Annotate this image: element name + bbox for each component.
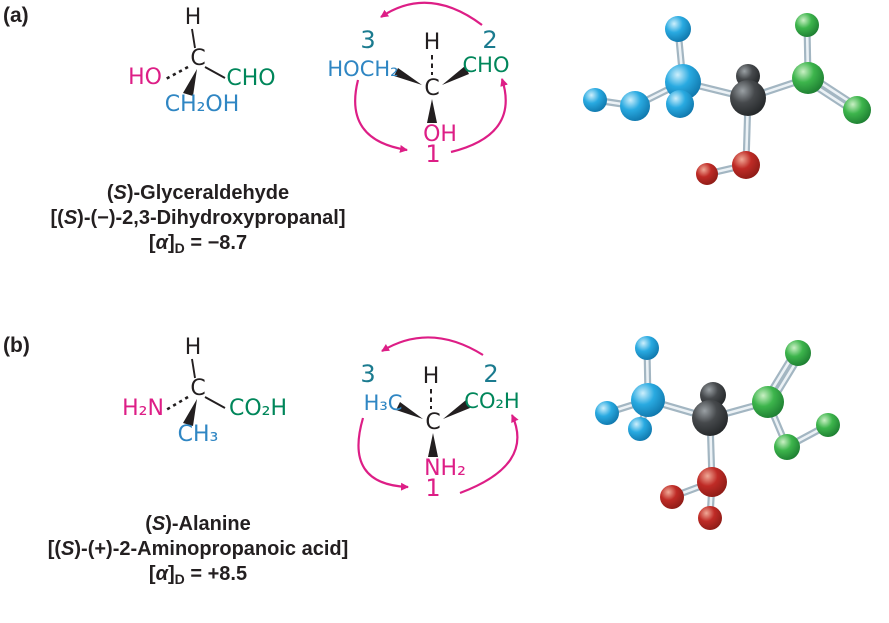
wedge-bond-left xyxy=(394,68,422,85)
stereocenter-carbon-ball xyxy=(730,80,766,116)
priority-1-label: 1 xyxy=(425,140,440,168)
group-hoch2: HOCH₂ xyxy=(327,57,398,81)
oxygen-ball-green xyxy=(785,340,811,366)
rotation-arrow-2-to-3 xyxy=(381,336,484,356)
model-b-alanine xyxy=(595,336,840,530)
nitrogen-ball-red xyxy=(697,467,727,497)
optical-rotation-b: [α]D = +8.5 xyxy=(148,563,248,587)
panel-b-label: (b) xyxy=(3,334,30,357)
hydrogen-ball-green xyxy=(795,13,819,37)
oxygen-ball-green xyxy=(774,434,800,460)
caption-b: (S)-Alanine [(S)-(+)-2-Aminopropanoic ac… xyxy=(18,512,378,592)
group-cho: CHO xyxy=(463,53,510,77)
oxygen-ball-blue xyxy=(620,91,650,121)
wedge-bond-c-ch2oh xyxy=(183,69,197,96)
hydrogen-ball-blue xyxy=(635,336,659,360)
group-ch3: CH₃ xyxy=(178,422,219,447)
oxygen-ball-red xyxy=(732,151,760,179)
hydrogen-ball-blue xyxy=(595,401,619,425)
atom-h: H xyxy=(423,364,440,389)
caption-a: (S)-Glyceraldehyde [(S)-(−)-2,3-Dihydrox… xyxy=(22,181,374,261)
bond-c-h xyxy=(191,358,196,379)
group-cho: CHO xyxy=(226,66,275,91)
hydrogen-ball-blue xyxy=(628,417,652,441)
hydrogen-ball-red xyxy=(696,163,718,185)
iupac-name-a: [(S)-(−)-2,3-Dihydroxypropanal] xyxy=(50,207,346,229)
group-co2h: CO₂H xyxy=(229,396,287,421)
compound-name-a: (S)-Glyceraldehyde xyxy=(106,182,290,204)
rotation-arrow-3-to-1 xyxy=(357,417,409,491)
group-h2n: H₂N xyxy=(122,396,164,421)
carbon-ball-blue xyxy=(665,64,701,100)
hydrogen-ball-blue xyxy=(665,16,691,42)
group-co2h: CO₂H xyxy=(464,389,519,413)
hydrogen-ball-red xyxy=(660,485,684,509)
atom-c: C xyxy=(190,46,205,71)
hydrogen-ball-blue xyxy=(583,88,607,112)
structure-b-priority: 3 H 2 H₃C CO₂H C NH₂ 1 xyxy=(357,336,520,502)
priority-1-label: 1 xyxy=(425,474,440,502)
priority-3-label: 3 xyxy=(360,26,375,54)
carbon-ball-blue xyxy=(631,383,665,417)
carbon-ball-green xyxy=(752,386,784,418)
atom-h: H xyxy=(185,335,202,360)
priority-2-label: 2 xyxy=(482,26,497,54)
bond-c-co2h xyxy=(204,396,226,409)
atom-c: C xyxy=(424,76,439,101)
stereocenter-carbon-ball xyxy=(692,400,728,436)
group-nh2: NH₂ xyxy=(424,456,466,481)
priority-2-label: 2 xyxy=(483,360,498,388)
dashed-bond-c-oh xyxy=(163,65,189,82)
structure-b-wedge-dash: H C H₂N CO₂H CH₃ xyxy=(122,335,287,447)
atom-c: C xyxy=(190,376,205,401)
rotation-arrow-1-to-2 xyxy=(459,414,519,495)
iupac-name-b: [(S)-(+)-2-Aminopropanoic acid] xyxy=(47,538,349,560)
bond-c-h xyxy=(191,28,196,49)
wedge-bond-left xyxy=(396,402,423,419)
optical-rotation-a: [α]D = −8.7 xyxy=(148,232,248,256)
wedge-bond-right xyxy=(442,66,469,85)
rotation-arrow-1-to-2 xyxy=(450,78,508,154)
group-h3c: H₃C xyxy=(364,391,403,415)
atom-c: C xyxy=(425,410,440,435)
priority-3-label: 3 xyxy=(360,360,375,388)
wedge-bond-bottom xyxy=(428,433,438,457)
atom-h: H xyxy=(424,30,441,55)
group-oh: OH xyxy=(423,122,457,147)
hydrogen-ball-red xyxy=(698,506,722,530)
rotation-arrow-2-to-3 xyxy=(380,1,483,26)
hydrogen-ball-green xyxy=(816,413,840,437)
bond-c-cho xyxy=(204,66,226,79)
rotation-arrow-3-to-1 xyxy=(354,79,408,153)
model-a-glyceraldehyde xyxy=(583,13,871,185)
hydrogen-ball-blue xyxy=(666,90,694,118)
panel-a-label: (a) xyxy=(3,4,29,27)
carbon-ball-green xyxy=(792,62,824,94)
compound-name-b: (S)-Alanine xyxy=(145,513,251,535)
group-ch2oh: CH₂OH xyxy=(165,92,240,117)
dashed-bond-c-nh2 xyxy=(165,395,189,412)
group-ho: HO xyxy=(128,65,162,90)
oxygen-ball-green xyxy=(843,96,871,124)
atom-h: H xyxy=(185,5,202,30)
wedge-bond-c-ch3 xyxy=(183,399,197,426)
structure-a-wedge-dash: H C HO CHO CH₂OH xyxy=(128,5,276,117)
wedge-bond-right xyxy=(443,400,470,419)
wedge-bond-bottom xyxy=(427,99,437,123)
structure-a-priority: 3 H 2 HOCH₂ CHO C OH 1 xyxy=(327,1,510,168)
